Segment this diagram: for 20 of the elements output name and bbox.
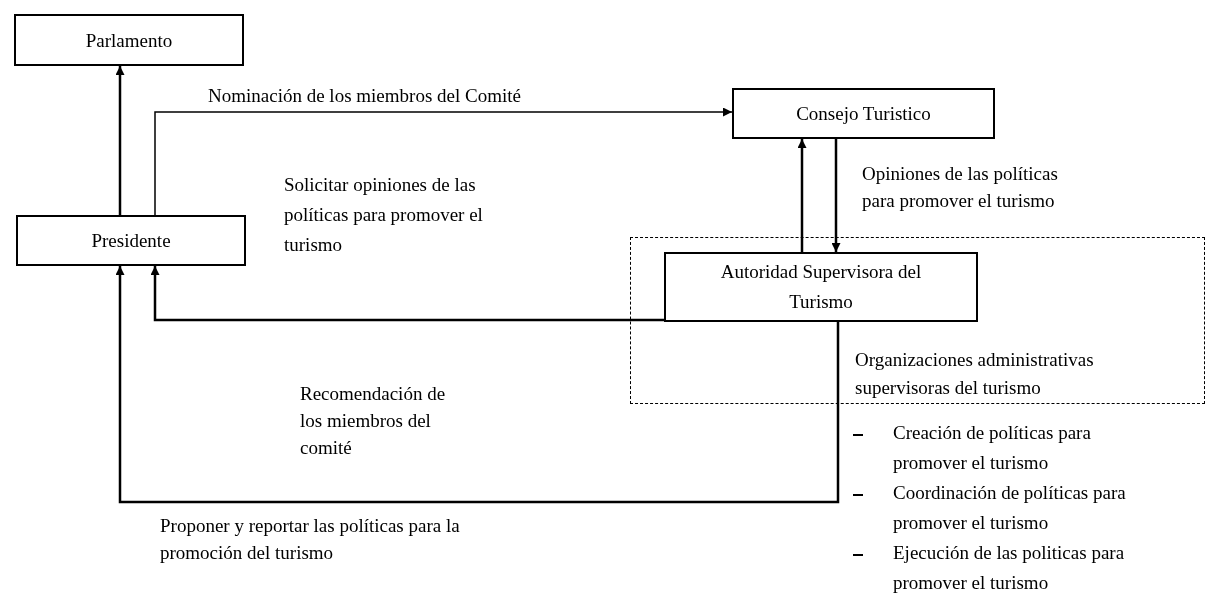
list-item: Ejecución de las politicas para promover el turismo xyxy=(893,541,1126,595)
arrow xyxy=(150,266,664,322)
node-label: Presidente xyxy=(91,229,171,253)
node-label: Parlamento xyxy=(85,28,173,53)
process-box xyxy=(16,215,246,266)
process-box xyxy=(664,252,978,322)
group-heading: Organizaciones administrativas supervisoras del turismo xyxy=(855,348,1095,400)
arrow xyxy=(115,66,125,215)
dashed-group-box xyxy=(630,237,1205,404)
annotation-text: Solicitar opiniones de las políticas para promover el turismo xyxy=(284,173,484,257)
list-item: Creación de políticas para promover el turismo xyxy=(893,421,1092,475)
node-label: Consejo Turistico xyxy=(796,102,931,126)
node-label: Autoridad Supervisora del Turismo xyxy=(719,260,923,314)
arrow xyxy=(797,139,807,252)
list-item: Coordinación de políticas para promover el turismo xyxy=(893,481,1127,535)
process-box xyxy=(14,14,244,66)
arrow xyxy=(154,107,733,216)
process-box xyxy=(732,88,995,139)
arrow xyxy=(831,139,841,252)
arrow xyxy=(115,266,840,504)
